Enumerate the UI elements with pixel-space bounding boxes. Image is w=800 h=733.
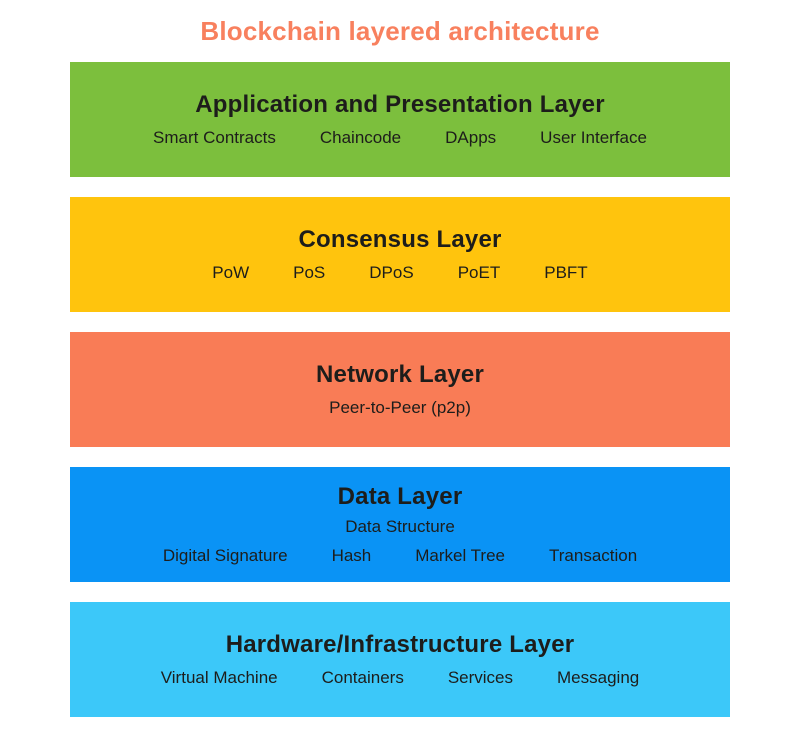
layer-application-presentation: Application and Presentation Layer Smart… (70, 62, 730, 177)
layer-item: Peer-to-Peer (p2p) (329, 398, 471, 417)
layer-network-heading: Network Layer (316, 361, 484, 388)
layer-stack: Application and Presentation Layer Smart… (70, 62, 730, 717)
layer-data-subheading: Data Structure (345, 517, 455, 536)
layer-item: Virtual Machine (160, 668, 278, 687)
layer-item: Markel Tree (415, 546, 505, 565)
layer-item: DApps (445, 128, 497, 147)
layer-consensus-heading: Consensus Layer (298, 226, 502, 253)
layer-item: PoS (293, 263, 326, 282)
layer-network: Network Layer Peer-to-Peer (p2p) (70, 332, 730, 447)
layer-consensus: Consensus Layer PoW PoS DPoS PoET PBFT (70, 197, 730, 312)
layer-data-heading: Data Layer (337, 483, 463, 510)
layer-item: Containers (321, 668, 404, 687)
layer-data-items: Digital Signature Hash Markel Tree Trans… (163, 546, 637, 566)
layer-item: PoET (457, 263, 501, 282)
layer-item: Services (447, 668, 514, 687)
layer-item: Digital Signature (162, 546, 288, 565)
layer-application-items: Smart Contracts Chaincode DApps User Int… (153, 128, 647, 148)
layer-item: PBFT (544, 263, 588, 282)
layer-hardware-heading: Hardware/Infrastructure Layer (225, 631, 575, 658)
layer-data: Data Layer Data Structure Digital Signat… (70, 467, 730, 582)
layer-network-items: Peer-to-Peer (p2p) (329, 398, 471, 418)
layer-application-heading: Application and Presentation Layer (195, 91, 605, 118)
diagram-title: Blockchain layered architecture (200, 16, 600, 46)
layer-item: Chaincode (319, 128, 402, 147)
layer-item: Transaction (549, 546, 638, 565)
layer-item: User Interface (540, 128, 647, 147)
layer-item: Messaging (557, 668, 640, 687)
layer-item: DPoS (369, 263, 414, 282)
layer-item: Hash (331, 546, 372, 565)
layer-item: PoW (212, 263, 250, 282)
layer-hardware-items: Virtual Machine Containers Services Mess… (161, 668, 639, 688)
layer-consensus-items: PoW PoS DPoS PoET PBFT (212, 263, 587, 283)
layer-hardware-infrastructure: Hardware/Infrastructure Layer Virtual Ma… (70, 602, 730, 717)
layer-item: Smart Contracts (153, 128, 276, 147)
